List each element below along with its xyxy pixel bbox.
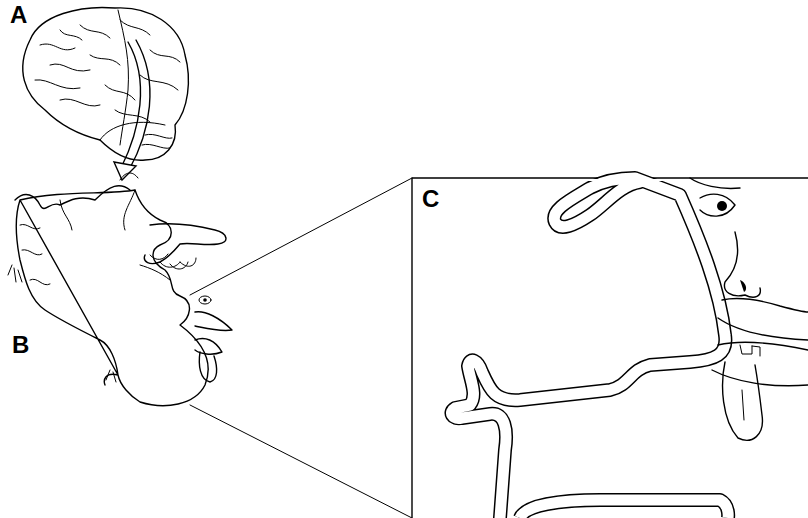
face-drawing	[690, 178, 808, 440]
brain-drawing	[23, 7, 189, 180]
magnified-cortex	[413, 178, 808, 518]
panel-label: A	[8, 2, 29, 28]
panel-label: C	[420, 186, 441, 212]
zoom-lines	[190, 178, 412, 518]
panel-frame	[412, 178, 808, 518]
panel-label: B	[10, 332, 31, 358]
cortex-slice	[8, 173, 232, 406]
